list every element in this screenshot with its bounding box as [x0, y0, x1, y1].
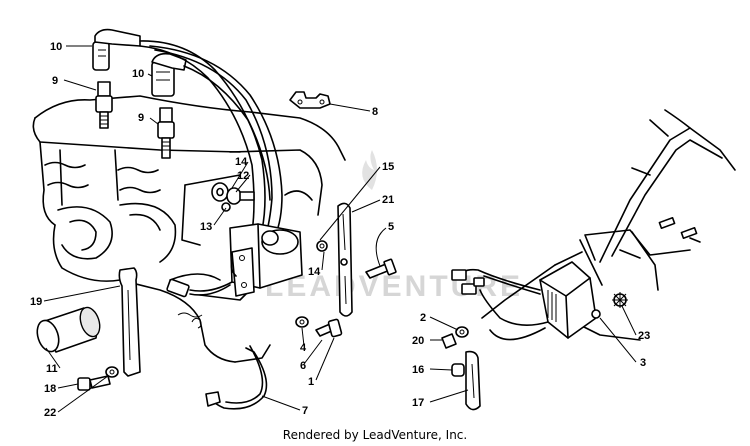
callout-9-right: 9	[138, 112, 144, 124]
callout-23: 23	[638, 330, 650, 342]
spark-plug-right	[157, 107, 175, 159]
mounting-strap-19	[118, 267, 141, 377]
callout-7: 7	[302, 405, 308, 417]
callout-8: 8	[372, 106, 378, 118]
callout-5: 5	[388, 221, 394, 233]
leader-lines	[43, 45, 637, 413]
cylinder-sleeve	[36, 306, 101, 353]
callout-4: 4	[300, 342, 307, 354]
right-hardware	[441, 326, 481, 411]
callout-19: 19	[30, 296, 42, 308]
spark-plug-left	[95, 81, 113, 129]
callout-numbers: 10 9 10 9 8 14 12 13 15 21 5 14 4 6 1 7 …	[30, 41, 650, 419]
spark-plug-cap-right	[151, 52, 187, 97]
callout-14-bottom: 14	[308, 266, 321, 278]
rendered-by-credit: Rendered by LeadVenture, Inc.	[282, 428, 468, 442]
cdi-module	[539, 261, 601, 339]
frame-outline	[481, 109, 736, 341]
callout-15: 15	[382, 161, 394, 173]
callout-18: 18	[44, 383, 56, 395]
callout-11: 11	[46, 363, 58, 375]
washer-22	[105, 366, 119, 378]
engine-block	[32, 95, 346, 363]
callout-17: 17	[412, 397, 424, 409]
callout-1: 1	[308, 376, 314, 388]
grommet-23	[612, 292, 628, 308]
callout-20: 20	[412, 335, 424, 347]
callout-14-top: 14	[235, 156, 248, 168]
slotted-strap	[337, 202, 353, 317]
callout-2: 2	[420, 312, 426, 324]
coil-mounting-hardware	[211, 182, 255, 212]
callout-6: 6	[300, 360, 306, 372]
spark-plug-wires	[139, 40, 283, 239]
spark-plug-cap-left	[92, 28, 141, 71]
callout-13: 13	[200, 221, 212, 233]
coil-primary-wire	[166, 278, 233, 298]
callout-10-right: 10	[132, 68, 144, 80]
callout-3: 3	[640, 357, 646, 369]
callout-12: 12	[237, 170, 249, 182]
callout-9-left: 9	[52, 75, 58, 87]
callout-10-left: 10	[50, 41, 62, 53]
band-clamp	[205, 345, 268, 410]
ignition-coil	[229, 223, 303, 297]
coil-washer-screw	[316, 240, 397, 279]
module-wiring	[451, 268, 549, 341]
callout-22: 22	[44, 407, 56, 419]
strap-hardware	[295, 316, 343, 338]
mounting-bracket	[289, 91, 331, 109]
callout-16: 16	[412, 364, 424, 376]
callout-21: 21	[382, 194, 394, 206]
